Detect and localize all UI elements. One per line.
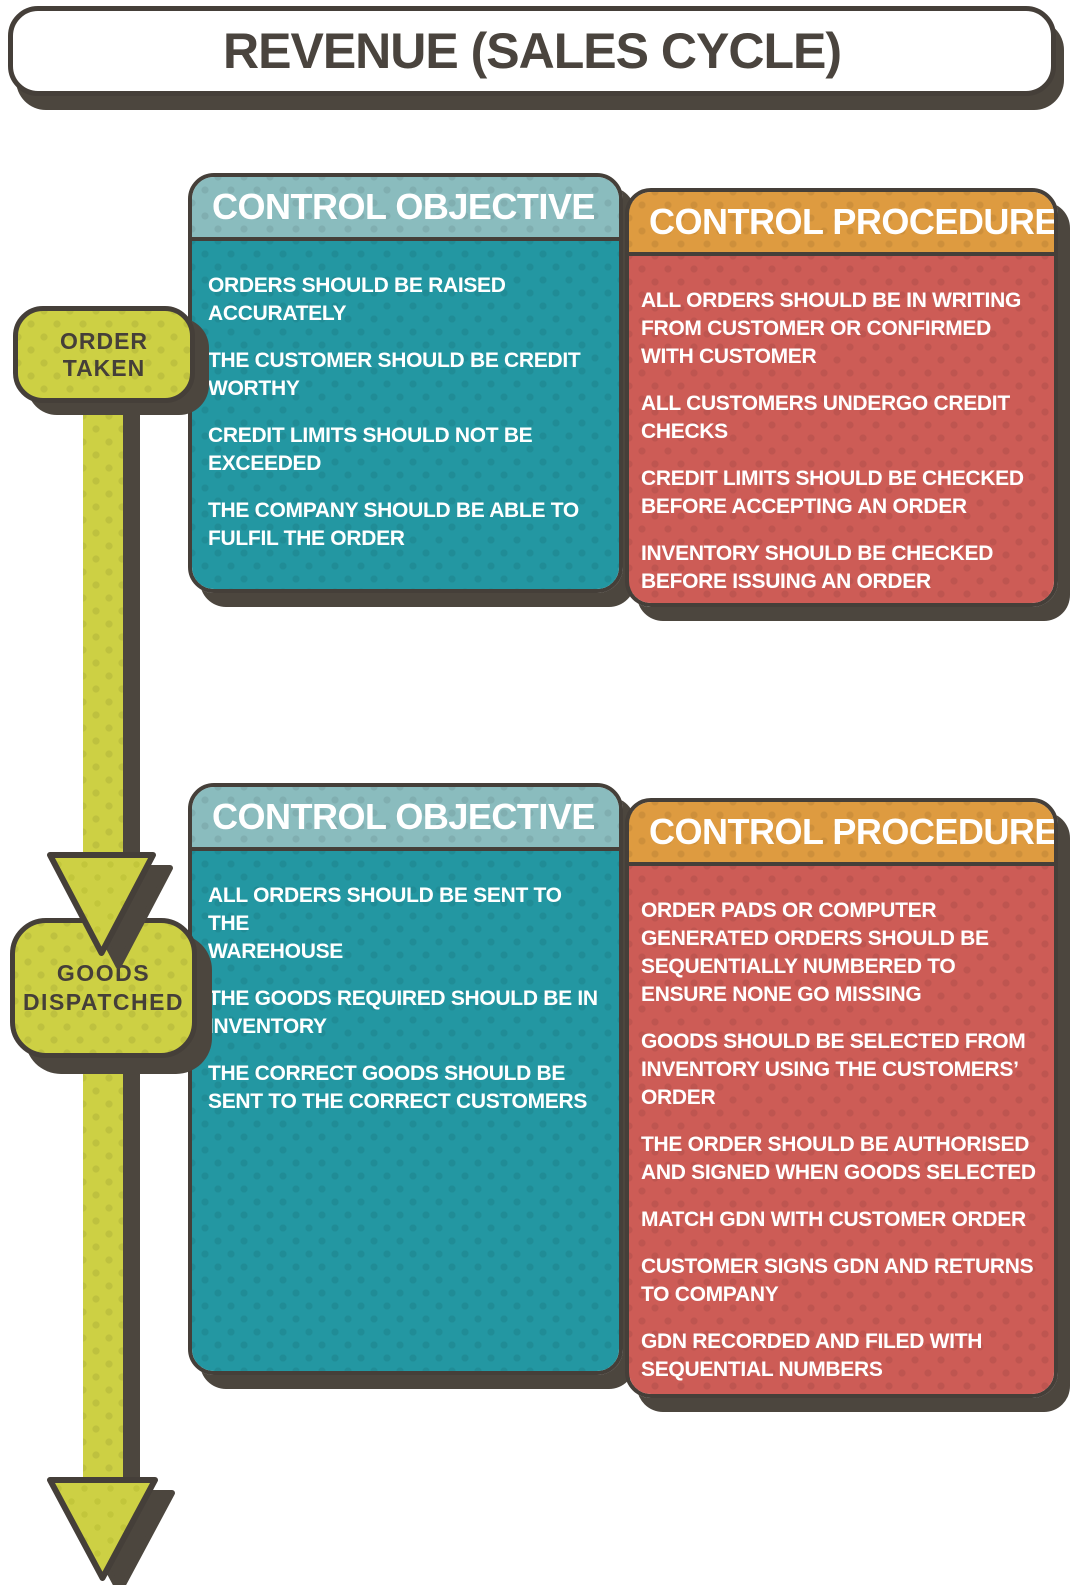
card-item-text: THE GOODS REQUIRED SHOULD BE IN INVENTOR…: [208, 987, 598, 1038]
arrow-down-2-shadow: [64, 1490, 175, 1585]
page-title: REVENUE (SALES CYCLE): [223, 23, 842, 79]
card-item-text: THE CUSTOMER SHOULD BE CREDIT WORTHY: [208, 349, 581, 400]
control-procedure-card-2: CONTROL PROCEDURE ORDER PADS OR COMPUTER…: [625, 798, 1058, 1398]
control-objective-header-1: CONTROL OBJECTIVE: [192, 177, 619, 241]
title-banner: REVENUE (SALES CYCLE): [8, 6, 1056, 96]
card-item-text: ALL ORDERS SHOULD BE SENT TO THE WAREHOU…: [208, 884, 562, 963]
card-item-text: GDN RECORDED AND FILED WITH SEQUENTIAL N…: [641, 1330, 983, 1381]
card-item-text: ORDER PADS OR COMPUTER GENERATED ORDERS …: [641, 899, 989, 1006]
flow-connector-1: [83, 390, 123, 862]
flow-connector-2: [83, 1000, 123, 1488]
control-procedure-header-2: CONTROL PROCEDURE: [629, 802, 1054, 866]
flow-step-goods-dispatched: GOODS DISPATCHED: [10, 918, 197, 1058]
card-item-text: ALL CUSTOMERS UNDERGO CREDIT CHECKS: [641, 392, 1010, 443]
control-objective-card-2: CONTROL OBJECTIVE ALL ORDERS SHOULD BE S…: [188, 783, 623, 1375]
control-objective-header-2: CONTROL OBJECTIVE: [192, 787, 619, 851]
control-objective-body-1: ORDERS SHOULD BE RAISED ACCURATELY THE CU…: [192, 241, 619, 589]
card-item-text: THE CORRECT GOODS SHOULD BE SENT TO THE …: [208, 1062, 588, 1113]
control-procedure-header-1: CONTROL PROCEDURE: [629, 192, 1054, 256]
control-objective-card-1: CONTROL OBJECTIVE ORDERS SHOULD BE RAISE…: [188, 173, 623, 593]
card-item-text: CUSTOMER SIGNS GDN AND RETURNS TO COMPAN…: [641, 1255, 1034, 1306]
card-item-text: GOODS SHOULD BE SELECTED FROM INVENTORY …: [641, 1030, 1026, 1109]
card-item-text: THE COMPANY SHOULD BE ABLE TO FULFIL THE…: [208, 499, 579, 550]
control-objective-body-2: ALL ORDERS SHOULD BE SENT TO THE WAREHOU…: [192, 851, 619, 1371]
card-item-text: CREDIT LIMITS SHOULD BE CHECKED BEFORE A…: [641, 467, 1024, 518]
card-item-text: MATCH GDN WITH CUSTOMER ORDER: [641, 1208, 1026, 1231]
flow-step-order-taken: ORDER TAKEN: [13, 306, 195, 403]
card-item-text: ORDERS SHOULD BE RAISED ACCURATELY: [208, 274, 506, 325]
control-procedure-card-1: CONTROL PROCEDURE ALL ORDERS SHOULD BE I…: [625, 188, 1058, 607]
card-item-text: THE ORDER SHOULD BE AUTHORISED AND SIGNE…: [641, 1133, 1036, 1184]
control-procedure-body-1: ALL ORDERS SHOULD BE IN WRITING FROM CUS…: [629, 256, 1054, 603]
control-procedure-body-2: ORDER PADS OR COMPUTER GENERATED ORDERS …: [629, 866, 1054, 1394]
card-item-text: ALL ORDERS SHOULD BE IN WRITING FROM CUS…: [641, 289, 1021, 368]
card-item-text: CREDIT LIMITS SHOULD NOT BE EXCEEDED: [208, 424, 533, 475]
card-item-text: INVENTORY SHOULD BE CHECKED BEFORE ISSUI…: [641, 542, 994, 593]
